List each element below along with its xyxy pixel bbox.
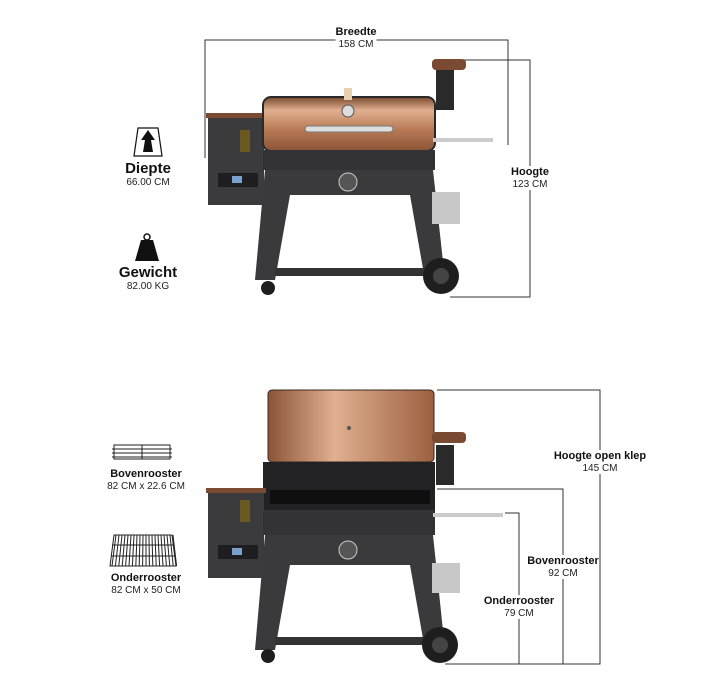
width-value: 158 CM	[338, 38, 374, 50]
upper-grate-spec: Bovenrooster 82 CM x 22.6 CM	[107, 468, 185, 493]
grate-bar	[114, 534, 120, 567]
weight-spec: Gewicht 82.00 KG	[118, 264, 178, 293]
grate-bar	[135, 534, 138, 567]
depth-value: 66.00 CM	[126, 177, 170, 189]
open-lid-height-value: 145 CM	[582, 462, 618, 474]
upper-grate-size: 82 CM x 22.6 CM	[107, 480, 185, 492]
upper-grate-height-label: Bovenrooster 92 CM	[527, 555, 599, 580]
grate-bar	[131, 534, 135, 567]
lower-grate-icon	[109, 534, 178, 567]
grate-bar	[160, 534, 164, 567]
grate-bar	[125, 534, 129, 567]
grill-open-illustration	[206, 389, 503, 663]
height-value: 123 CM	[512, 178, 548, 190]
grill-closed-illustration	[206, 59, 493, 295]
open-lid-height-title: Hoogte open klep	[553, 450, 647, 462]
upper-grate-height-value: 92 CM	[548, 567, 578, 579]
grate-bar	[138, 534, 141, 567]
grate-bar	[151, 534, 154, 567]
depth-arrow-icon	[133, 127, 163, 157]
grate-bar	[157, 534, 161, 567]
depth-spec: Diepte 66.00 CM	[125, 160, 171, 189]
weight-label: Gewicht	[118, 264, 178, 281]
width-label: Breedte	[335, 26, 377, 38]
width-dimension-label: Breedte 158 CM	[335, 26, 377, 51]
height-dimension-label: Hoogte 123 CM	[511, 166, 549, 191]
grate-bar	[121, 534, 126, 567]
upper-grate-icon	[112, 444, 172, 460]
lower-grate-size: 82 CM x 50 CM	[111, 584, 181, 596]
grate-bar	[169, 534, 174, 567]
bottom-dimension-lines	[437, 389, 601, 665]
lower-grate-spec: Onderrooster 82 CM x 50 CM	[110, 572, 182, 597]
grate-bar	[154, 534, 157, 567]
grate-bar	[172, 534, 178, 567]
lower-grate-height-value: 79 CM	[504, 607, 534, 619]
lower-grate-label: Onderrooster	[110, 572, 182, 584]
depth-label: Diepte	[125, 160, 171, 177]
grate-bar	[111, 534, 117, 567]
weight-icon	[135, 233, 159, 261]
grate-bar	[163, 534, 167, 567]
grate-bar	[128, 534, 132, 567]
weight-value: 82.00 KG	[126, 281, 170, 293]
lower-grate-height-title: Onderrooster	[483, 595, 555, 607]
open-lid-height-label: Hoogte open klep 145 CM	[553, 450, 647, 475]
lower-grate-height-label: Onderrooster 79 CM	[483, 595, 555, 620]
upper-grate-height-title: Bovenrooster	[527, 555, 599, 567]
grate-bar	[118, 534, 123, 567]
grate-bar	[166, 534, 171, 567]
upper-grate-label: Bovenrooster	[110, 468, 182, 480]
height-label: Hoogte	[511, 166, 549, 178]
